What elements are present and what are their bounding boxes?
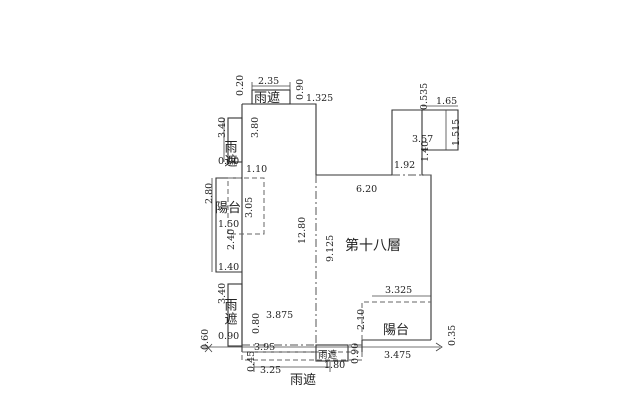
dim-label: 1.50 [218, 219, 239, 230]
dim-label: 0.60 [200, 329, 211, 350]
balcony-left-label: 陽台 [215, 201, 241, 216]
dim-label: 1.10 [246, 164, 267, 175]
dim-label: 9.125 [325, 235, 336, 262]
dim-label: 3.875 [266, 310, 293, 321]
dim-label: 2.35 [258, 76, 279, 87]
dim-label: 3.80 [250, 117, 261, 138]
dim-label: 3.95 [254, 342, 275, 353]
dim-label: 3.57 [412, 134, 433, 145]
dim-label: 1.65 [436, 96, 457, 107]
dim-label: 3.475 [384, 350, 411, 361]
dim-label: 1.515 [451, 119, 462, 146]
canopy-bottom-small-label: 雨遮 [318, 349, 338, 361]
dim-label: 0.535 [419, 83, 430, 110]
dim-label: 3.40 [217, 117, 228, 138]
dim-label: 0.80 [251, 313, 262, 334]
dim-label: 1.40 [420, 141, 431, 162]
dim-label: 3.05 [244, 197, 255, 218]
dim-label: 0.35 [447, 325, 458, 346]
dim-label: 3.25 [260, 365, 281, 376]
dim-label: 1.325 [306, 93, 333, 104]
canopy-left-lower-label: 雨遮 [222, 298, 238, 326]
canopy-left-upper-label: 雨遮 [222, 140, 238, 168]
dim-label: 0.90 [350, 343, 361, 364]
canopy-top [251, 82, 291, 105]
dim-label: 0.90 [218, 156, 239, 167]
left-structures [211, 117, 265, 347]
bottom-structures [200, 342, 443, 372]
dim-label: 0.90 [295, 79, 306, 100]
dim-label: 3.40 [217, 283, 228, 304]
dim-label: 0.45 [246, 351, 257, 372]
dim-label: 12.80 [297, 217, 308, 244]
balcony-right-label: 陽台 [383, 323, 409, 338]
balcony-right [361, 295, 431, 340]
dim-label: 1.80 [324, 360, 345, 371]
dim-label: 0.90 [218, 331, 239, 342]
top-right-notch [422, 105, 459, 151]
dim-label: 1.92 [394, 160, 415, 171]
dim-label: 3.325 [385, 285, 412, 296]
floor-label: 第十八層 [345, 237, 401, 254]
dim-label: 2.80 [204, 183, 215, 204]
canopy-bottom-label: 雨遮 [290, 372, 316, 388]
dim-label: 0.20 [235, 75, 246, 96]
dim-label: 2.10 [356, 309, 367, 330]
dim-label: 2.40 [226, 229, 237, 250]
dim-label: 6.20 [356, 184, 377, 195]
canopy-top-label: 雨遮 [254, 90, 280, 106]
dim-label: 1.40 [218, 262, 239, 273]
